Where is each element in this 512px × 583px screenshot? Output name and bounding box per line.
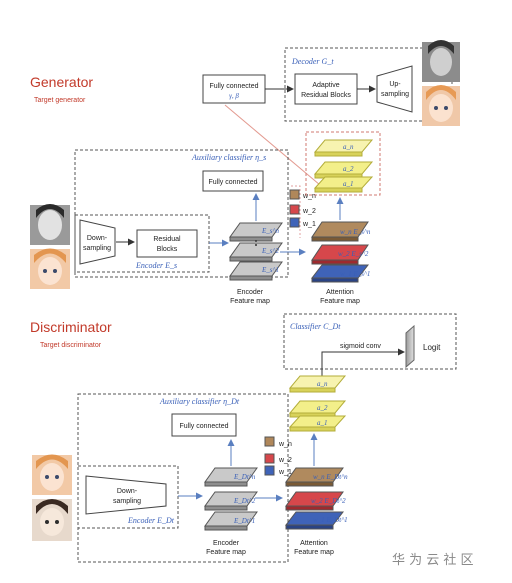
disc-w-2: w_2 — [278, 457, 292, 464]
gen-alpha-n: a_n — [343, 143, 354, 151]
aux-fc-label: Fully connected — [208, 179, 257, 186]
adaptive-residual-box — [294, 73, 358, 105]
disc-alpha-n: a_n — [317, 380, 328, 388]
gen-alpha-box — [305, 131, 381, 196]
disc-encoder-label: Encoder E_Dt — [127, 516, 175, 525]
gen-attention-maps — [310, 221, 370, 283]
gen-enc-n: E_s^n — [261, 227, 279, 235]
disc-enc-2: E_Dt^2 — [233, 497, 256, 505]
output-anime-face — [422, 85, 460, 126]
gen-weight-cubes — [289, 189, 300, 228]
residual-box — [136, 229, 198, 258]
arrow-to-logit — [321, 348, 405, 386]
fc-gamma-beta-box — [202, 74, 266, 104]
residual-line1: Residual — [153, 236, 181, 243]
gen-enc-2: E_s^2 — [261, 247, 279, 255]
disc-att-n: w_n E_Dt^n — [313, 473, 348, 481]
gen-w-2: w_2 — [302, 208, 316, 215]
gen-alpha-1: a_1 — [343, 180, 354, 188]
classifier-box — [283, 313, 457, 370]
disc-down-line2: sampling — [113, 498, 141, 505]
gen-att-fm-line1: Attention — [326, 289, 354, 296]
discriminator-title: Discriminator — [30, 319, 112, 335]
downsampling-block — [79, 219, 116, 265]
gen-att-n: w_n E_s^n — [340, 228, 371, 236]
disc-input-anime-face-2 — [32, 499, 72, 541]
disc-enc-fm-line1: Encoder — [213, 540, 240, 547]
gen-encoder-maps — [229, 222, 283, 281]
disc-enc-1: E_Dt^1 — [233, 517, 255, 525]
input-photo-face — [30, 204, 70, 245]
upsampling-block — [376, 65, 413, 113]
adaptive-line1: Adaptive — [312, 82, 339, 89]
gamma-beta-link — [224, 104, 321, 186]
logit-label: Logit — [423, 343, 441, 352]
weights-link — [291, 185, 301, 238]
upsampling-line2: sampling — [381, 91, 409, 98]
disc-aux-fc-label: Fully connected — [179, 423, 228, 430]
upsampling-line1: Up- — [389, 81, 401, 88]
gen-alpha-2: a_2 — [343, 165, 354, 173]
adaptive-line2: Residual Blocks — [301, 92, 351, 99]
gen-alpha-planes — [313, 139, 374, 193]
gen-enc-1: E_s^1 — [261, 266, 279, 274]
disc-enc-fm-line2: Feature map — [206, 549, 246, 556]
disc-weight-cubes — [264, 436, 275, 476]
logit-block — [405, 324, 415, 369]
disc-encoder-box — [77, 465, 179, 529]
gen-att-1: w_1 E_s^1 — [340, 270, 370, 278]
disc-attention-maps — [284, 467, 345, 530]
down-line2: sampling — [83, 245, 111, 252]
disc-att-fm-line1: Attention — [300, 540, 328, 547]
disc-alpha-1: a_1 — [317, 419, 328, 427]
disc-aux-label: Auxiliary classifier η_Dt — [159, 397, 240, 406]
gen-att-2: w_2 E_s^2 — [338, 250, 369, 258]
residual-line2: Blocks — [157, 246, 178, 253]
input-anime-face — [30, 248, 70, 289]
watermark: 华 为 云 社 区 — [392, 552, 474, 568]
disc-att-2: w_2 E_Dt^2 — [311, 497, 346, 505]
discriminator-subtitle: Target discriminator — [40, 342, 102, 349]
down-line1: Down- — [87, 235, 108, 242]
generator-subtitle: Target generator — [34, 97, 86, 104]
gen-w-1: w_1 — [302, 221, 316, 228]
disc-encoder-maps — [204, 467, 258, 531]
sigmoid-label: sigmoid conv — [340, 343, 381, 350]
output-photo-face — [422, 40, 460, 82]
disc-alpha-2: a_2 — [317, 404, 328, 412]
generator-title: Generator — [30, 74, 93, 90]
disc-down-line1: Down- — [117, 488, 138, 495]
disc-att-1: w_1 E_Dt^1 — [313, 516, 348, 524]
gen-enc-fm-line2: Feature map — [230, 298, 270, 305]
fc-gamma-beta-line2: γ, β — [229, 92, 239, 100]
fc-gamma-beta-line1: Fully connected — [209, 83, 258, 90]
disc-aux-fc-box — [171, 413, 237, 437]
disc-att-fm-line2: Feature map — [294, 549, 334, 556]
disc-alpha-planes — [288, 375, 347, 432]
disc-downsampling-block — [85, 475, 167, 515]
aux-classifier-label: Auxiliary classifier η_s — [191, 153, 266, 162]
encoder-label: Encoder E_s — [135, 261, 177, 270]
gen-att-fm-line2: Feature map — [320, 298, 360, 305]
disc-enc-n: E_Dt^n — [233, 473, 256, 481]
gen-w-n: w_n — [302, 193, 316, 200]
classifier-label: Classifier C_Dt — [290, 322, 341, 331]
aux-fc-box — [202, 170, 264, 192]
decoder-label: Decoder G_t — [291, 57, 334, 66]
disc-input-anime-face — [32, 454, 72, 495]
disc-w-n: w_n — [278, 441, 292, 448]
aux-classifier-box — [74, 149, 289, 278]
disc-w-1: w_1 — [278, 469, 292, 476]
gen-enc-fm-line1: Encoder — [237, 289, 264, 296]
